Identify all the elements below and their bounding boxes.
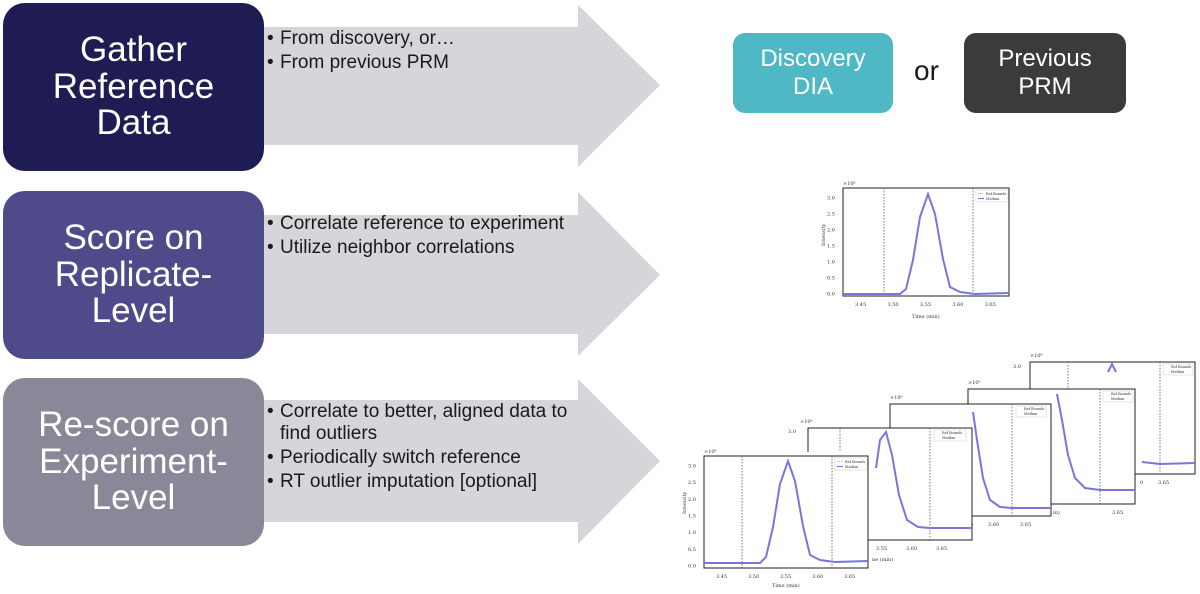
legend-ref-bounds: Ref Bounds: [1171, 365, 1192, 369]
x-ticks: 3.45 3.50 3.55 3.60 3.65: [855, 302, 996, 308]
plot-exponent: ×10⁶: [890, 395, 903, 401]
x-tick-label: 3.65: [1158, 480, 1169, 486]
plot-exponent: ×10⁶: [1030, 353, 1043, 359]
x-tick-label: 3.60: [988, 522, 999, 528]
median-trace: [1056, 393, 1135, 491]
y-axis-label: Intensity: [821, 223, 827, 246]
previous-prm-pill: Previous PRM: [964, 33, 1126, 113]
x-tick-label: 3.65: [936, 546, 947, 552]
legend-ref-bounds: Ref Bounds: [845, 460, 866, 464]
bullet-item: RT outlier imputation [optional]: [266, 471, 596, 493]
legend-median: Median: [986, 197, 1000, 201]
stage-3-bullets: Correlate to better, aligned data to fin…: [266, 401, 596, 494]
y-ticks: 0.0 0.5 1.0 1.5 2.0 2.5 3.0: [688, 464, 696, 570]
y-tick-label: 1.5: [827, 244, 835, 250]
x-tick-label: 3.55: [920, 302, 931, 308]
x-axis-label: Time (min): [912, 313, 940, 320]
legend: Ref Bounds Median: [975, 189, 1009, 203]
x-tick-label: 3.60: [952, 302, 963, 308]
bullet-item: Correlate to better, aligned data to fin…: [266, 401, 596, 445]
legend: Ref Bounds Median: [933, 429, 967, 442]
median-trace: [875, 429, 972, 529]
plot-exponent: ×10⁶: [968, 380, 981, 386]
legend-median: Median: [1171, 370, 1185, 374]
y-tick-label: 2.0: [688, 497, 696, 503]
y-axis-label: Intensity: [682, 491, 688, 514]
stage-gather-reference-box: Gather Reference Data: [3, 3, 264, 171]
bullet-item: Utilize neighbor correlations: [266, 237, 566, 259]
x-tick-label: 3.60: [906, 546, 917, 552]
stage-rescore-experiment-box: Re-score on Experiment- Level: [3, 378, 264, 546]
median-trace: [843, 190, 1010, 296]
legend-median: Median: [845, 465, 859, 469]
y-tick-label: 0.5: [688, 547, 696, 553]
y-tick-label: 2.5: [688, 480, 696, 486]
x-tick-label: 0: [1140, 480, 1143, 486]
x-axis-partial-label: in): [1053, 509, 1060, 516]
stage-title: Re-score on Experiment- Level: [38, 405, 229, 518]
legend: Ref Bounds Median: [834, 457, 868, 471]
y-tick-label: 1.0: [688, 530, 696, 536]
y-tick-label: 1.5: [688, 514, 696, 520]
x-tick-label: 3.55: [876, 546, 887, 552]
bullet-item: Correlate reference to experiment: [266, 213, 566, 235]
x-tick-label: 3.45: [716, 574, 727, 580]
discovery-dia-pill: Discovery DIA: [733, 33, 893, 113]
bullet-item: Periodically switch reference: [266, 447, 596, 469]
y-tick-label: 2.0: [827, 228, 835, 234]
legend-ref-bounds: Ref Bounds: [1024, 407, 1045, 411]
median-trace: [1141, 461, 1196, 466]
legend: Ref Bounds Median: [1162, 363, 1194, 376]
x-tick-label: 3.55: [780, 574, 791, 580]
legend: Ref Bounds Median: [1102, 390, 1134, 403]
y-tick-label: 3.0: [1013, 364, 1021, 370]
legend: Ref Bounds Median: [1015, 405, 1047, 418]
stage-score-replicate-box: Score on Replicate- Level: [3, 191, 264, 359]
y-tick-label: 0.0: [827, 292, 835, 298]
bullet-item: From discovery, or…: [266, 28, 566, 50]
plot-exponent: ×10⁶: [704, 449, 717, 455]
x-tick-label: 3.65: [1112, 510, 1123, 516]
y-tick-label: 1.0: [827, 260, 835, 266]
legend-median: Median: [1111, 397, 1125, 401]
y-tick-label: 3.0: [788, 429, 796, 435]
median-trace: [972, 411, 1051, 509]
legend-ref-bounds: Ref Bounds: [986, 192, 1007, 196]
legend-ref-bounds: Ref Bounds: [942, 431, 963, 435]
x-tick-label: 3.65: [985, 302, 996, 308]
y-tick-label: 3.0: [688, 464, 696, 470]
x-tick-label: 3.45: [855, 302, 866, 308]
x-tick-label: 3.60: [812, 574, 823, 580]
y-tick-label: 2.5: [827, 212, 835, 218]
x-tick-label: 3.65: [1020, 522, 1031, 528]
median-trace: [704, 457, 869, 564]
x-axis-partial-label: ne (min): [872, 556, 893, 563]
legend-ref-bounds: Ref Bounds: [1111, 392, 1132, 396]
y-tick-label: 3.0: [827, 196, 835, 202]
y-tick-label: 0.0: [688, 564, 696, 570]
stage-2-bullets: Correlate reference to experiment Utiliz…: [266, 213, 566, 261]
y-tick-label: 0.5: [827, 276, 835, 282]
plot-exponent: ×10⁶: [800, 419, 813, 425]
or-label: or: [914, 55, 939, 86]
stage-title: Score on Replicate- Level: [54, 218, 213, 331]
x-tick-label: 3.50: [887, 302, 898, 308]
legend-median: Median: [1024, 412, 1038, 416]
stage-title: Gather Reference Data: [52, 30, 215, 143]
x-tick-label: 3.50: [748, 574, 759, 580]
median-trace: [1107, 361, 1117, 373]
x-tick-label: 3.65: [844, 574, 855, 580]
legend-median: Median: [942, 436, 956, 440]
x-ticks: 3.45 3.50 3.55 3.60 3.65: [716, 574, 855, 580]
stage-1-bullets: From discovery, or… From previous PRM: [266, 28, 566, 76]
bullet-item: From previous PRM: [266, 52, 566, 74]
x-axis-label: Time (min): [772, 582, 800, 589]
y-ticks: 0.0 0.5 1.0 1.5 2.0 2.5 3.0: [827, 196, 835, 298]
plot-exponent: ×10⁶: [843, 181, 856, 187]
